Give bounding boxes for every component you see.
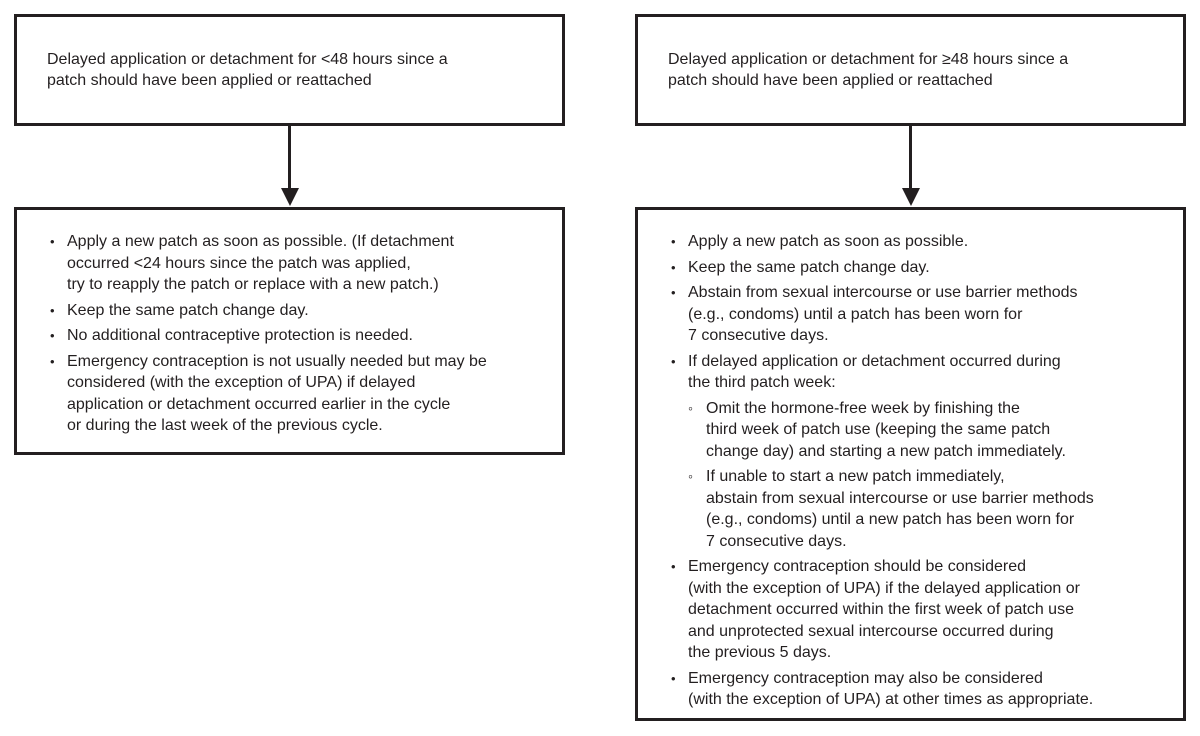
list-item-text: Emergency contraception should be consid…: [688, 558, 1080, 661]
bullet-icon: •: [671, 259, 676, 275]
left-arrow-line: [288, 126, 291, 190]
bullet-icon: •: [671, 234, 676, 249]
list-item-text: Keep the same patch change day.: [67, 301, 309, 319]
list-item: • No additional contraceptive protection…: [17, 325, 562, 347]
sub-bullet-icon: ◦: [688, 468, 693, 484]
list-item: • Emergency contraception is not usually…: [17, 351, 562, 437]
bullet-icon: •: [671, 670, 676, 686]
right-condition-box: Delayed application or detachment for ≥4…: [635, 14, 1186, 126]
list-item: • If delayed application or detachment o…: [638, 351, 1183, 394]
list-item-text: Emergency contraception may also be cons…: [688, 669, 1094, 709]
left-recommendation-box: • Apply a new patch as soon as possible.…: [14, 207, 565, 455]
list-item-text: If delayed application or detachment occ…: [688, 352, 1061, 392]
left-condition-box: Delayed application or detachment for <4…: [14, 14, 565, 126]
list-item: • Keep the same patch change day.: [17, 300, 562, 322]
bullet-icon: •: [671, 285, 676, 300]
list-item: • Emergency contraception may also be co…: [638, 668, 1183, 711]
list-item: • Apply a new patch as soon as possible.: [638, 231, 1183, 253]
right-condition-text: Delayed application or detachment for ≥4…: [668, 50, 1069, 90]
list-item-text: Keep the same patch change day.: [688, 258, 930, 276]
sub-bullet-icon: ◦: [688, 399, 693, 416]
right-recommendation-box: • Apply a new patch as soon as possible.…: [635, 207, 1186, 721]
left-arrow-head-icon: [280, 188, 299, 206]
list-item: • Apply a new patch as soon as possible.…: [17, 231, 562, 296]
bullet-icon: •: [50, 353, 55, 369]
list-item-text: Apply a new patch as soon as possible. (…: [67, 233, 454, 293]
sub-list-item: ◦ Omit the hormone-free week by finishin…: [638, 398, 1183, 463]
list-item: • Abstain from sexual intercourse or use…: [638, 282, 1183, 347]
bullet-icon: •: [671, 559, 676, 574]
bullet-icon: •: [50, 328, 55, 343]
list-item-text: No additional contraceptive protection i…: [67, 327, 413, 344]
right-arrow-head-icon: [901, 188, 920, 206]
bullet-icon: •: [50, 234, 55, 249]
list-item-text: Emergency contraception is not usually n…: [67, 352, 487, 435]
sub-list-item: ◦ If unable to start a new patch immedia…: [638, 466, 1183, 552]
list-item: • Emergency contraception should be cons…: [638, 556, 1183, 664]
list-item-text: Abstain from sexual intercourse or use b…: [688, 284, 1078, 344]
right-arrow-line: [909, 126, 912, 190]
bullet-icon: •: [50, 302, 55, 318]
bullet-icon: •: [671, 353, 676, 369]
list-item-text: Omit the hormone-free week by finishing …: [706, 399, 1066, 460]
list-item-text: Apply a new patch as soon as possible.: [688, 233, 969, 250]
list-item-text: If unable to start a new patch immediate…: [706, 468, 1094, 550]
left-condition-text: Delayed application or detachment for <4…: [47, 50, 448, 90]
list-item: • Keep the same patch change day.: [638, 257, 1183, 279]
